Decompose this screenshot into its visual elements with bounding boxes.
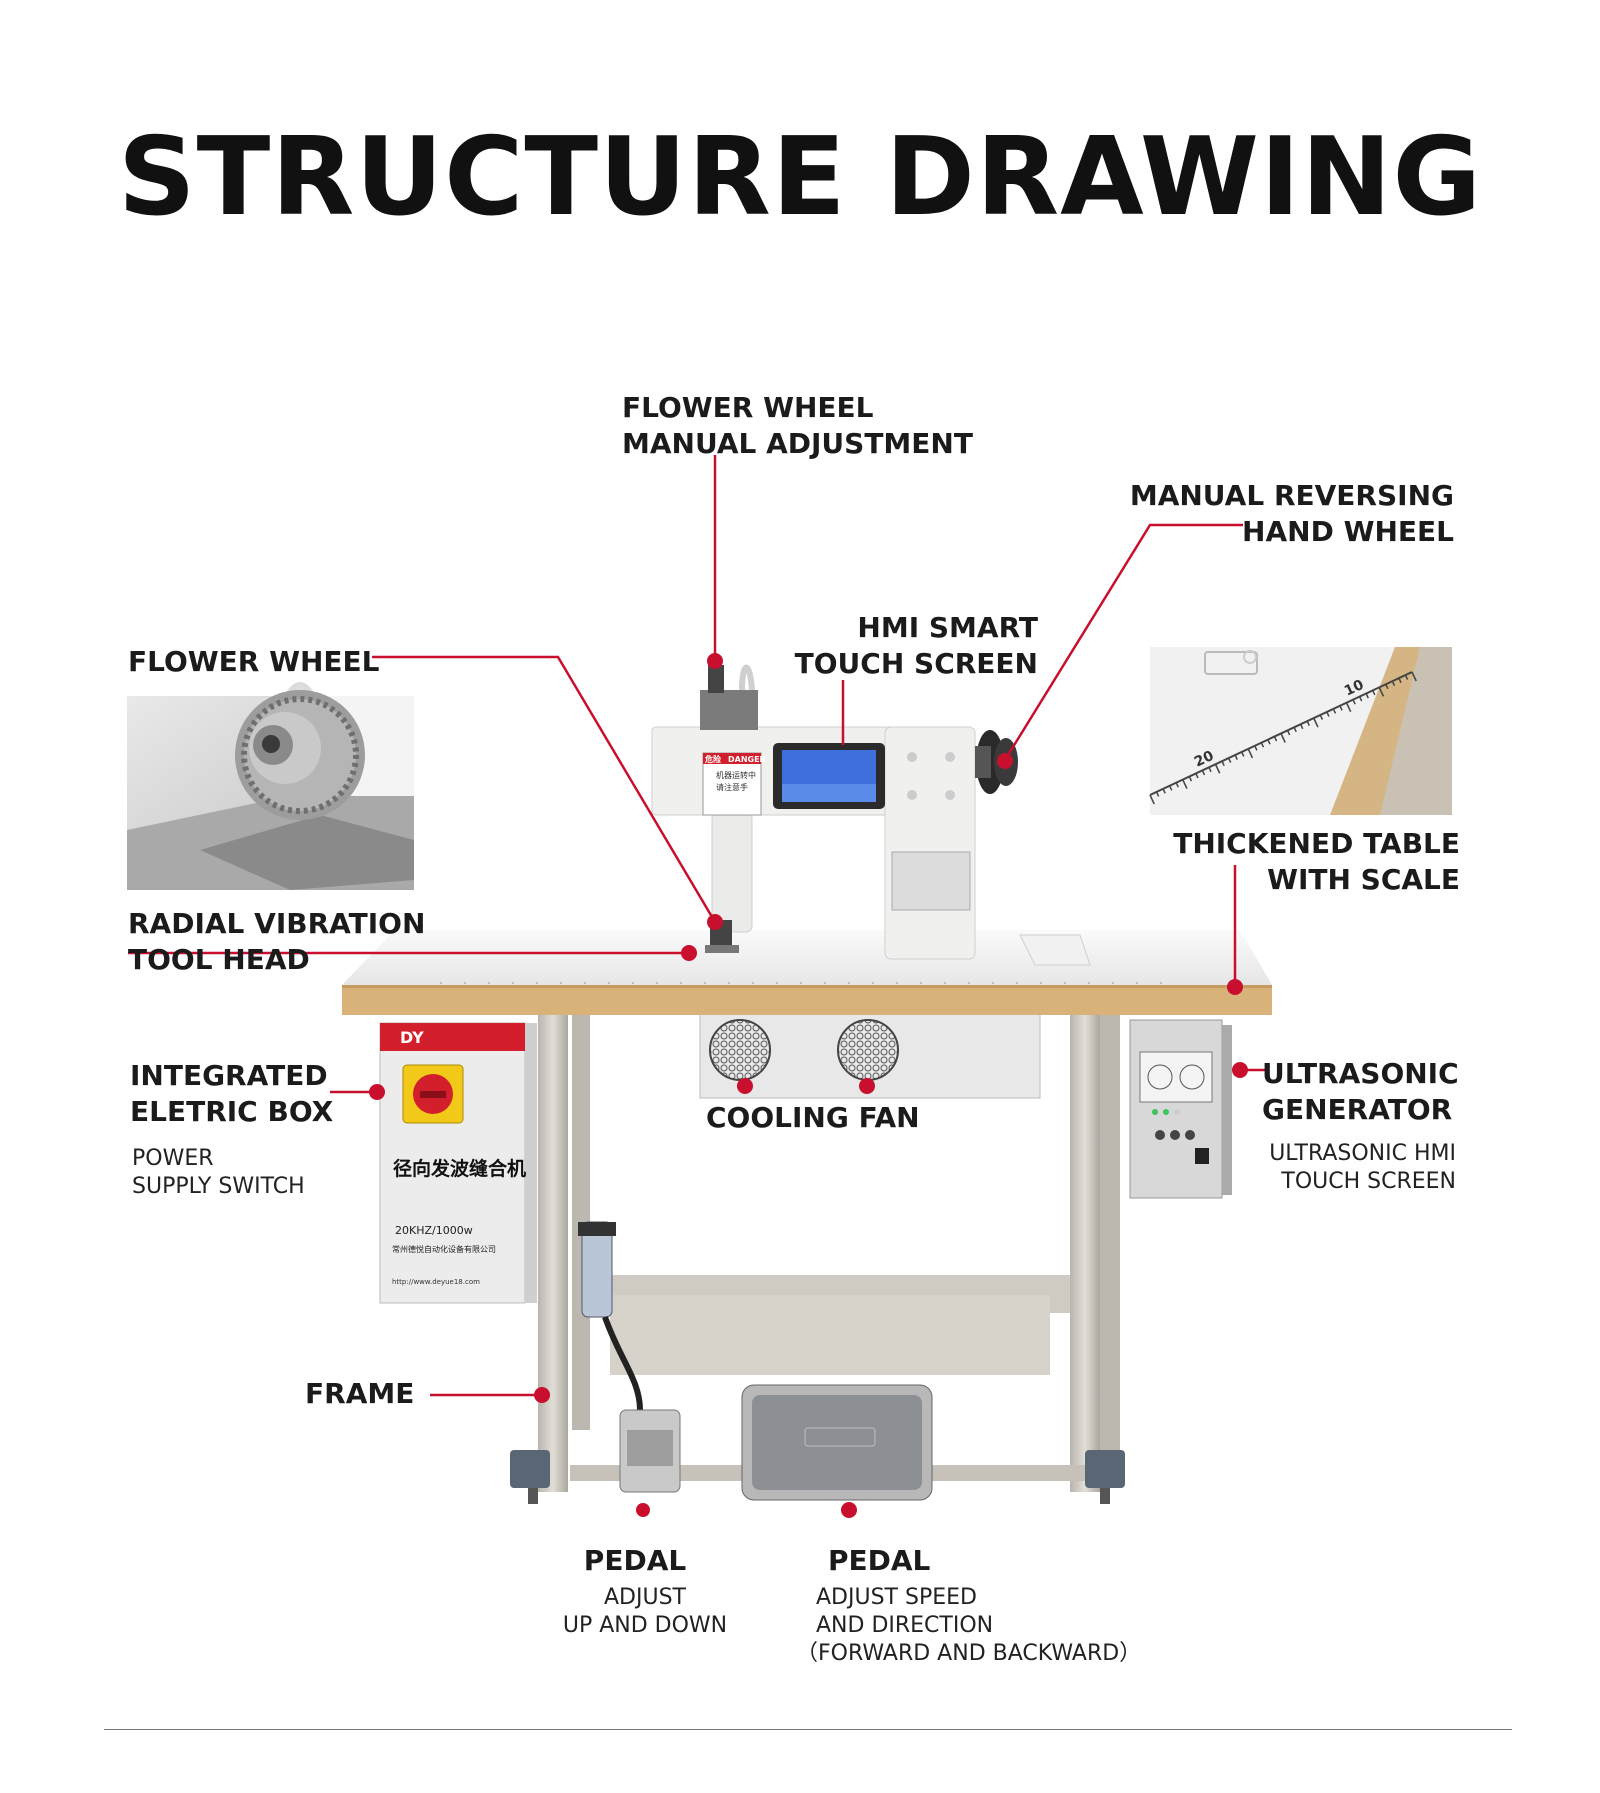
scale-tick	[1313, 717, 1319, 728]
scale-tick	[1241, 751, 1245, 757]
scale-tick	[1247, 748, 1254, 759]
scale-tick	[1260, 742, 1265, 748]
flower-wheel-photo	[127, 682, 414, 890]
scale-tick	[1162, 788, 1166, 794]
scale-tick	[1391, 680, 1396, 687]
box-url: http://www.deyue18.com	[392, 1278, 480, 1286]
table	[342, 930, 1272, 1015]
scale-tick	[1254, 745, 1258, 751]
scale-tick	[1352, 699, 1356, 705]
scale-tick	[1234, 754, 1238, 760]
bottom-divider	[104, 1729, 1512, 1730]
scale-tick	[1299, 723, 1304, 730]
scale-tick	[1365, 693, 1369, 699]
label-radial-vibration-tool-head: RADIAL VIBRATION TOOL HEAD	[128, 907, 426, 976]
leader-lines	[128, 455, 1268, 1518]
scale-tick	[1326, 711, 1330, 717]
scale-tick	[1332, 708, 1337, 714]
scale-ticks	[1149, 671, 1417, 805]
danger-cn: 危险	[704, 754, 722, 764]
scale-tick	[1214, 763, 1221, 774]
label-integrated-electric-box: INTEGRATED ELETRIC BOX	[130, 1059, 334, 1128]
ultrasonic-generator	[1129, 1019, 1232, 1199]
scale-tick	[1293, 727, 1297, 733]
pedals	[619, 1384, 933, 1501]
scale-tick	[1286, 730, 1291, 736]
scale-tick	[1267, 739, 1271, 745]
label-thickened-table: THICKENED TABLE WITH SCALE	[1173, 827, 1460, 896]
label-pedal-right: PEDAL	[828, 1544, 931, 1577]
danger-label: DANGER	[728, 755, 766, 764]
machine-head: 危险 DANGER 机器运转中 请注意手	[651, 664, 1018, 960]
box-logo: DY	[400, 1028, 424, 1047]
label-ultrasonic-generator: ULTRASONIC GENERATOR	[1262, 1057, 1459, 1126]
page-title: STRUCTURE DRAWING	[117, 115, 1483, 240]
scale-tick	[1149, 794, 1155, 805]
scale-tick	[1280, 733, 1286, 743]
label-power-supply-switch: POWER SUPPLY SWITCH	[132, 1146, 305, 1199]
scale-label-10: 10	[1342, 677, 1367, 700]
electric-box: DY 径向发波缝合机 20KHZ/1000w 常州德悦自动化设备有限公司 htt…	[379, 1022, 537, 1304]
scale-tick	[1175, 782, 1179, 788]
scale-tick	[1358, 696, 1363, 702]
machine-frame	[510, 1010, 1125, 1504]
scale-tick	[1182, 779, 1188, 789]
label-pedal-left: PEDAL	[583, 1544, 687, 1577]
label-ultrasonic-hmi-touch-screen: ULTRASONIC HMI TOUCH SCREEN	[1269, 1141, 1456, 1194]
scale-tick	[1372, 690, 1376, 696]
scale-tick	[1208, 767, 1212, 773]
label-cooling-fan: COOLING FAN	[706, 1101, 920, 1134]
scale-table-photo: 20 10	[1149, 647, 1452, 815]
scale-tick	[1378, 687, 1385, 697]
box-company: 常州德悦自动化设备有限公司	[392, 1244, 496, 1254]
scale-tick	[1319, 714, 1324, 720]
scale-tick	[1411, 671, 1417, 682]
label-flower-wheel-adjustment: FLOWER WHEEL MANUAL ADJUSTMENT	[622, 391, 973, 460]
label-hmi-smart-touch-screen: HMI SMART TOUCH SCREEN	[794, 611, 1038, 680]
warning-text-1: 机器运转中	[716, 770, 756, 780]
scale-tick	[1345, 702, 1352, 713]
scale-tick	[1227, 757, 1232, 763]
scale-tick	[1195, 773, 1199, 779]
scale-tick	[1398, 677, 1402, 683]
warning-text-2: 请注意手	[716, 782, 748, 792]
label-pedal-right-sub: ADJUST SPEED AND DIRECTION （FORWARD AND …	[796, 1585, 1142, 1666]
scale-label-20: 20	[1192, 748, 1217, 771]
label-flower-wheel: FLOWER WHEEL	[128, 645, 380, 678]
scale-tick	[1273, 736, 1278, 742]
scale-tick	[1221, 760, 1225, 766]
air-regulator	[578, 1221, 643, 1411]
label-frame: FRAME	[305, 1377, 415, 1410]
scale-tick	[1306, 720, 1310, 727]
label-manual-reversing-hand-wheel: MANUAL REVERSING HAND WHEEL	[1129, 479, 1454, 548]
box-spec: 20KHZ/1000w	[395, 1224, 473, 1237]
scale-tick	[1188, 776, 1193, 782]
scale-tick	[1155, 791, 1160, 797]
label-pedal-left-sub: ADJUST UP AND DOWN	[562, 1585, 728, 1638]
box-title: 径向发波缝合机	[393, 1157, 526, 1180]
scale-tick	[1385, 683, 1389, 690]
scale-tick	[1339, 705, 1343, 711]
scale-tick	[1404, 674, 1409, 680]
scale-tick	[1168, 785, 1173, 791]
scale-tick	[1201, 770, 1206, 776]
